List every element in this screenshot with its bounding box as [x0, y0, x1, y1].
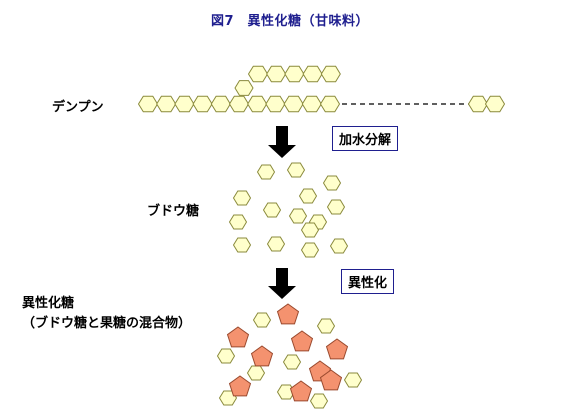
starch-glucose-hexagon	[247, 95, 268, 113]
starch-label: デンプン	[52, 100, 104, 115]
mixture-glucose-hexagon	[343, 372, 363, 388]
hydrolysis-label: 加水分解	[332, 126, 399, 151]
mixture-glucose-hexagon	[246, 365, 266, 381]
glucose-hexagon	[256, 164, 276, 180]
diagram-title: 図7 異性化糖（甘味料）	[210, 14, 370, 29]
starch-glucose-hexagon	[137, 95, 159, 113]
starch-glucose-hexagon	[174, 95, 195, 113]
fructose-pentagon	[228, 375, 252, 397]
starch-branch-hexagon	[266, 65, 287, 83]
fructose-pentagon	[290, 330, 314, 352]
glucose-hexagon	[288, 208, 308, 224]
glucose-hexagon	[300, 242, 320, 258]
glucose-hexagon	[326, 199, 346, 215]
glucose-hexagon	[262, 202, 282, 218]
glucose-hexagon	[228, 214, 248, 230]
mixture-glucose-hexagon	[316, 318, 336, 334]
fructose-pentagon	[226, 326, 250, 348]
hfcs-label: 異性化糖	[22, 296, 75, 311]
glucose-hexagon	[298, 188, 318, 204]
mixture-glucose-hexagon	[282, 354, 302, 370]
starch-glucose-hexagon	[319, 95, 341, 113]
starch-branch-hexagon	[247, 65, 269, 83]
starch-glucose-hexagon	[301, 95, 322, 113]
starch-branch-hexagon	[234, 80, 254, 96]
fructose-pentagon	[289, 380, 313, 402]
fructose-pentagon	[276, 303, 300, 325]
fructose-pentagon	[319, 369, 343, 391]
isomerization-label: 異性化	[341, 269, 395, 294]
starch-glucose-hexagon	[192, 95, 213, 113]
glucose-hexagon	[232, 190, 252, 206]
mixture-glucose-hexagon	[216, 348, 236, 364]
glucose-hexagon	[266, 236, 286, 252]
glucose-label: ブドウ糖	[147, 204, 200, 219]
starch-glucose-hexagon	[265, 95, 286, 113]
starch-branch-hexagon	[302, 65, 323, 83]
starch-glucose-hexagon	[228, 95, 250, 113]
starch-glucose-hexagon	[156, 95, 177, 113]
glucose-hexagon	[286, 162, 306, 178]
starch-end-hexagon	[467, 95, 489, 113]
glucose-hexagon	[232, 237, 252, 253]
glucose-hexagon	[300, 222, 320, 238]
down-arrow-1	[268, 126, 296, 158]
fructose-pentagon	[325, 338, 349, 360]
mixture-glucose-hexagon	[309, 393, 329, 409]
starch-glucose-hexagon	[283, 95, 304, 113]
starch-end-hexagon	[484, 95, 506, 113]
down-arrow-2	[268, 268, 296, 299]
starch-branch-hexagon	[320, 65, 341, 83]
hfcs-sublabel: （ブドウ糖と果糖の混合物）	[22, 316, 192, 331]
fructose-pentagon	[250, 345, 274, 367]
glucose-hexagon	[329, 238, 349, 254]
mixture-glucose-hexagon	[252, 312, 272, 328]
glucose-hexagon	[322, 175, 342, 191]
starch-glucose-hexagon	[210, 95, 231, 113]
starch-branch-hexagon	[284, 65, 305, 83]
